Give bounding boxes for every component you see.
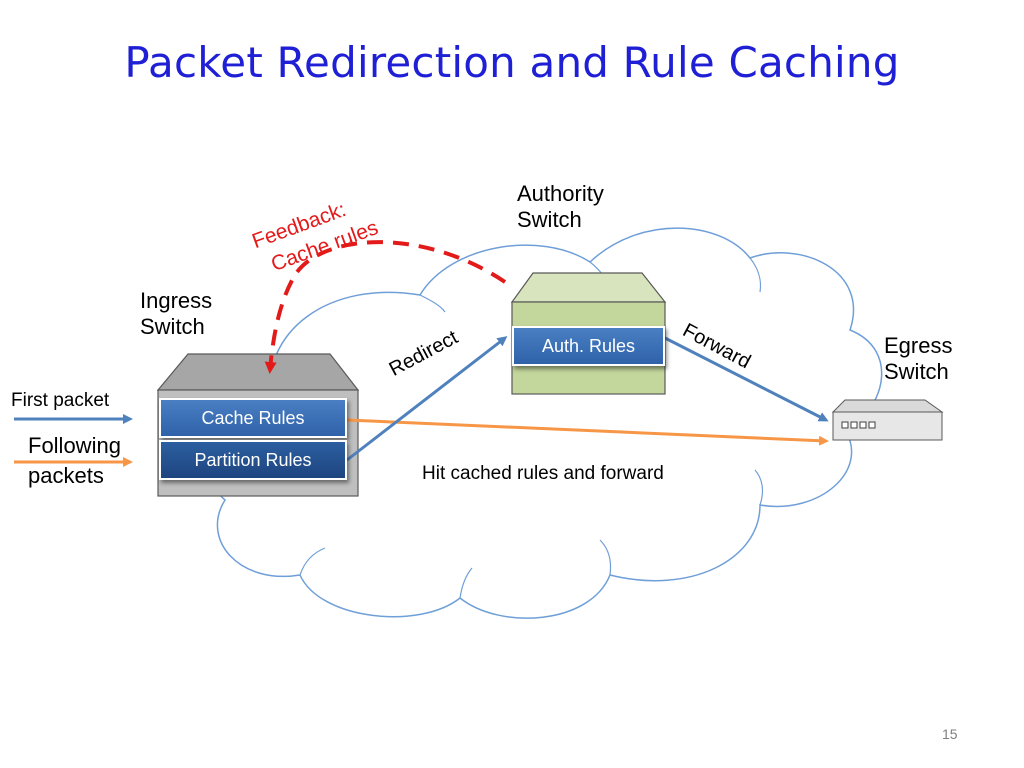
ingress-switch-label-line2: Switch [140, 314, 205, 339]
following-packets-label: Following packets [28, 431, 121, 491]
feedback-arrow [264, 240, 507, 374]
hit-cached-label: Hit cached rules and forward [422, 463, 664, 484]
auth-rules-box: Auth. Rules [512, 326, 665, 366]
authority-switch-label-line1: Authority [517, 181, 604, 206]
ingress-switch-label: Ingress Switch [140, 288, 212, 340]
slide-title: Packet Redirection and Rule Caching [124, 38, 900, 87]
redirect-arrow [346, 336, 508, 462]
authority-switch-label-line2: Switch [517, 207, 582, 232]
hit-cached-arrow [346, 418, 829, 446]
cloud-detail [419, 294, 446, 313]
port-icon [859, 421, 867, 429]
cache-rules-box: Cache Rules [159, 398, 347, 438]
ingress-switch-label-line1: Ingress [140, 288, 213, 313]
port-icon [850, 421, 858, 429]
forward-arrow [664, 336, 829, 422]
authority-switch-label: Authority Switch [517, 181, 604, 233]
following-packets-label-line2: packets [28, 463, 104, 488]
cloud-detail [299, 547, 326, 576]
first-packet-label: First packet [11, 390, 110, 411]
cloud-detail [754, 469, 764, 506]
egress-switch-label-line2: Switch [884, 359, 949, 384]
egress-switch [831, 399, 944, 441]
cloud-detail [749, 257, 762, 293]
partition-rules-box: Partition Rules [159, 440, 347, 480]
port-icon [841, 421, 849, 429]
egress-switch-label: Egress Switch [884, 333, 952, 385]
egress-switch-label-line1: Egress [884, 333, 953, 358]
port-icon [868, 421, 876, 429]
cloud-detail [459, 567, 473, 599]
cloud-detail [599, 539, 612, 576]
following-packets-label-line1: Following [28, 433, 121, 458]
page-number: 15 [942, 726, 958, 742]
network-cloud [208, 227, 883, 619]
